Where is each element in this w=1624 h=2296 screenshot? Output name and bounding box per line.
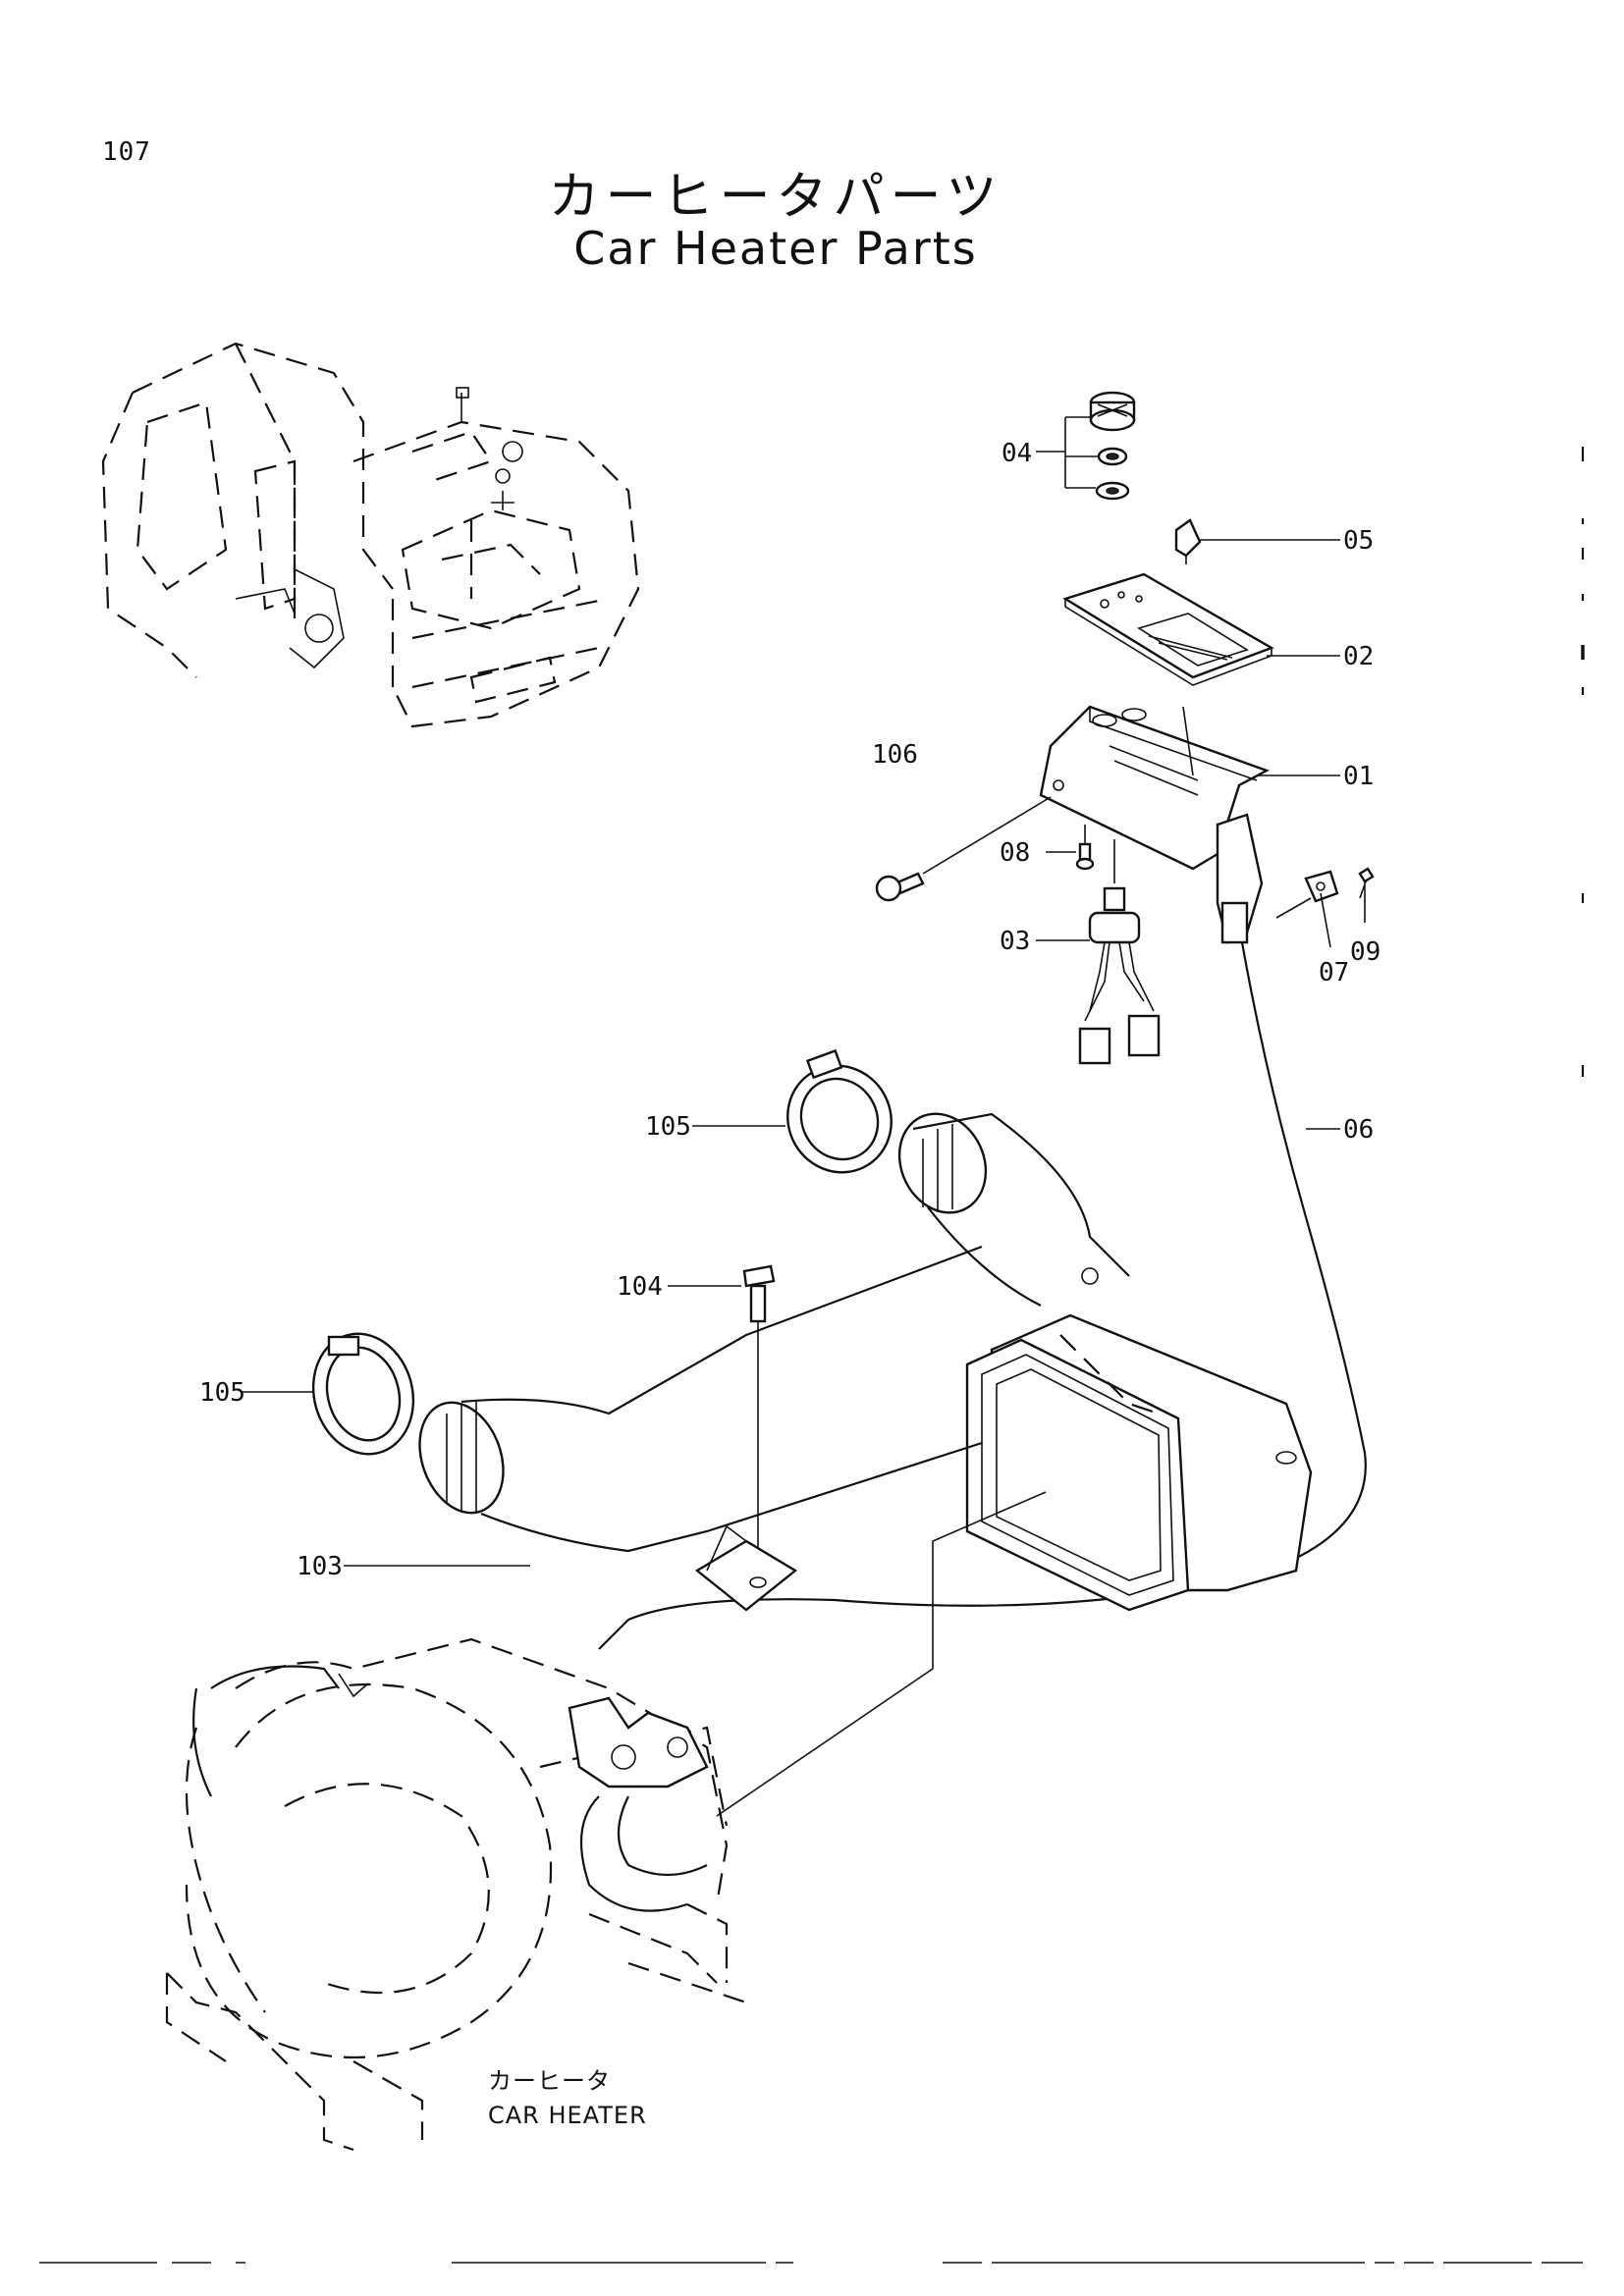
callout-04: 04: [1001, 439, 1032, 468]
callout-03: 03: [1000, 927, 1030, 956]
hose-clamp-105-upper: [786, 1048, 893, 1174]
callout-09: 09: [1350, 937, 1380, 967]
callout-07: 07: [1319, 958, 1349, 988]
control-knob-04: [1089, 391, 1136, 501]
screw-106: [875, 796, 1052, 902]
callout-106: 106: [872, 740, 918, 770]
switch-03: [1078, 839, 1161, 1065]
page-number: 107: [102, 137, 151, 167]
callout-05: 05: [1343, 526, 1374, 556]
cable-06: [598, 941, 1367, 1650]
callout-02: 02: [1343, 642, 1374, 671]
hose-clamp-105-lower: [311, 1332, 415, 1456]
bolt-104: [742, 1264, 776, 1580]
clamp-07-and-screw-09: [1275, 867, 1375, 919]
callout-104: 104: [617, 1272, 663, 1302]
excavator-overview-illustration: [101, 342, 640, 728]
car-heater-caption-english: CAR HEATER: [488, 2102, 647, 2129]
bracket-01: [1039, 705, 1270, 944]
callout-105-upper: 105: [645, 1112, 691, 1142]
page-title-english: Car Heater Parts: [573, 222, 978, 275]
car-heater-unit-illustration: [165, 1637, 747, 2152]
callout-01: 01: [1343, 762, 1374, 791]
page-title-japanese: カーヒータパーツ: [548, 168, 1003, 227]
callout-06: 06: [1343, 1115, 1374, 1145]
duct-connecting-line: [716, 1491, 1047, 1817]
car-heater-caption-japanese: カーヒータ: [488, 2067, 611, 2095]
duct-outlet-box: [965, 1313, 1313, 1612]
lever-knob-05: [1174, 518, 1202, 564]
callout-leader-lines: [241, 416, 1366, 1567]
screw-08: [1075, 825, 1095, 871]
callout-103: 103: [297, 1552, 343, 1581]
callout-08: 08: [1000, 838, 1030, 868]
duct-upper: [897, 1112, 1130, 1307]
panel-plate-02: [1062, 572, 1274, 686]
callout-105-lower: 105: [199, 1378, 245, 1408]
duct-103: [418, 1245, 983, 1612]
